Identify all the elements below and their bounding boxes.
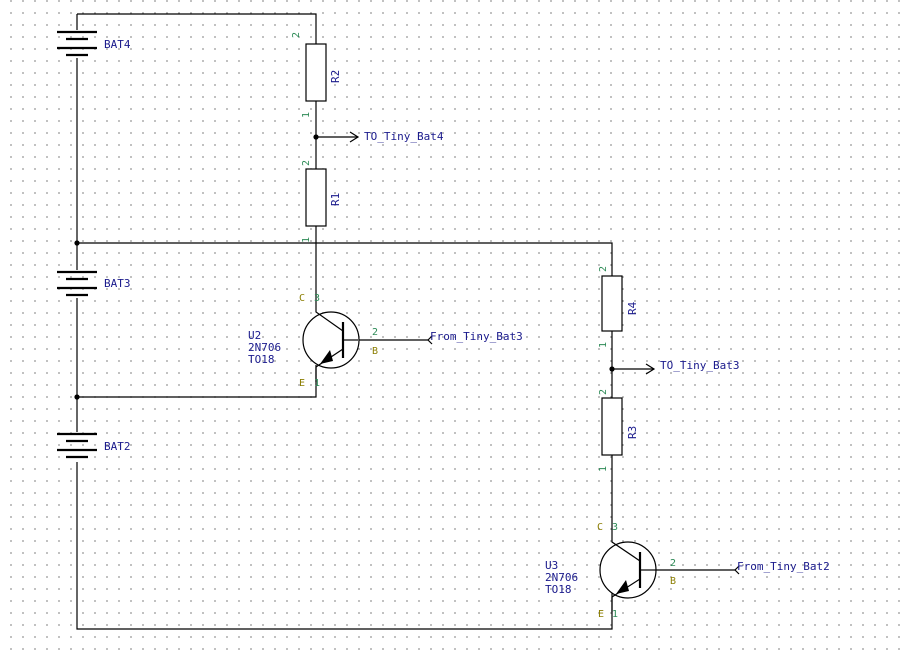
u3-pin-c-name: C bbox=[597, 522, 603, 533]
u2-pin-b-number: 2 bbox=[372, 327, 378, 338]
tick-from-tiny-bat3 bbox=[427, 335, 433, 345]
junctions bbox=[74, 134, 615, 400]
resistor-body bbox=[601, 275, 623, 332]
emitter-arrow bbox=[616, 580, 629, 594]
resistor-r4[interactable]: 2 1 R4 bbox=[598, 266, 639, 348]
transistor-u3[interactable]: C 3 2 B E 1 U3 2N706 TO18 bbox=[545, 516, 676, 620]
bat4-label: BAT4 bbox=[104, 38, 131, 51]
r3-pin2-number: 2 bbox=[598, 389, 609, 395]
wire-top-rail bbox=[77, 13, 317, 44]
r2-pin2-number: 2 bbox=[291, 32, 302, 38]
junction-mid-rail bbox=[74, 240, 80, 246]
resistor-body bbox=[305, 168, 327, 227]
wire-mid-rail bbox=[77, 242, 613, 276]
junction-r4-r3 bbox=[609, 366, 615, 372]
u3-package: TO18 bbox=[545, 583, 572, 596]
resistor-body bbox=[305, 43, 327, 102]
battery-bat2[interactable]: BAT2 bbox=[57, 432, 131, 459]
u2-package: TO18 bbox=[248, 353, 275, 366]
u2-pin-c-name: C bbox=[299, 293, 305, 304]
r4-label: R4 bbox=[626, 301, 639, 315]
net-label-to-tiny-bat4[interactable]: TO_Tiny_Bat4 bbox=[364, 130, 444, 143]
battery-bat4[interactable]: BAT4 bbox=[57, 30, 131, 57]
u3-part: 2N706 bbox=[545, 571, 578, 584]
r1-pin2-number: 2 bbox=[301, 160, 312, 166]
battery-bat3[interactable]: BAT3 bbox=[57, 270, 131, 297]
r1-pin1-number: 1 bbox=[301, 237, 312, 243]
u3-ref: U3 bbox=[545, 559, 558, 572]
u3-pin-c-number: 3 bbox=[612, 522, 618, 533]
transistor-u2[interactable]: C 3 2 B E 1 U2 2N706 TO18 bbox=[248, 292, 378, 389]
resistor-body bbox=[601, 397, 623, 456]
r2-label: R2 bbox=[329, 70, 342, 83]
bat3-label: BAT3 bbox=[104, 277, 131, 290]
resistor-r3[interactable]: 2 1 R3 bbox=[598, 389, 639, 472]
u3-pin-e-name: E bbox=[598, 609, 604, 620]
transistor-collector-lead bbox=[611, 516, 641, 562]
r3-pin1-number: 1 bbox=[598, 466, 609, 472]
wires bbox=[76, 13, 740, 630]
wire-bottom-rail bbox=[76, 462, 613, 630]
u2-pin-b-name: B bbox=[372, 346, 378, 357]
junction-u2-emitter bbox=[74, 394, 80, 400]
r2-pin1-number: 1 bbox=[301, 112, 312, 118]
r3-label: R3 bbox=[626, 426, 639, 439]
arrow-to-tiny-bat3 bbox=[645, 363, 656, 375]
transistor-emitter-lead bbox=[611, 578, 641, 612]
net-label-from-tiny-bat2[interactable]: From_Tiny_Bat2 bbox=[737, 560, 830, 573]
junction-r2-r1 bbox=[313, 134, 319, 140]
tick-from-tiny-bat2 bbox=[734, 565, 740, 575]
transistor-collector-lead bbox=[315, 292, 344, 332]
u3-pin-b-name: B bbox=[670, 576, 676, 587]
r4-pin2-number: 2 bbox=[598, 266, 609, 272]
net-label-from-tiny-bat3[interactable]: From_Tiny_Bat3 bbox=[430, 330, 523, 343]
r4-pin1-number: 1 bbox=[598, 342, 609, 348]
transistor-emitter-lead bbox=[315, 348, 344, 382]
transistor-body bbox=[302, 311, 360, 369]
u3-pin-b-number: 2 bbox=[670, 558, 676, 569]
u2-part: 2N706 bbox=[248, 341, 281, 354]
resistor-r1[interactable]: 2 1 R1 bbox=[301, 160, 342, 243]
u2-ref: U2 bbox=[248, 329, 261, 342]
resistor-r2[interactable]: 2 1 R2 bbox=[291, 32, 342, 118]
bat2-label: BAT2 bbox=[104, 440, 131, 453]
u2-pin-e-number: 1 bbox=[314, 378, 320, 389]
r1-label: R1 bbox=[329, 193, 342, 206]
net-label-to-tiny-bat3[interactable]: TO_Tiny_Bat3 bbox=[660, 359, 739, 372]
wire-u2-emitter bbox=[77, 365, 317, 398]
arrow-to-tiny-bat4 bbox=[349, 131, 360, 143]
u2-pin-c-number: 3 bbox=[314, 293, 320, 304]
u3-pin-e-number: 1 bbox=[612, 609, 618, 620]
emitter-arrow bbox=[320, 350, 333, 364]
net-labels: TO_Tiny_Bat4 From_Tiny_Bat3 TO_Tiny_Bat3… bbox=[364, 130, 830, 573]
u2-pin-e-name: E bbox=[299, 378, 305, 389]
